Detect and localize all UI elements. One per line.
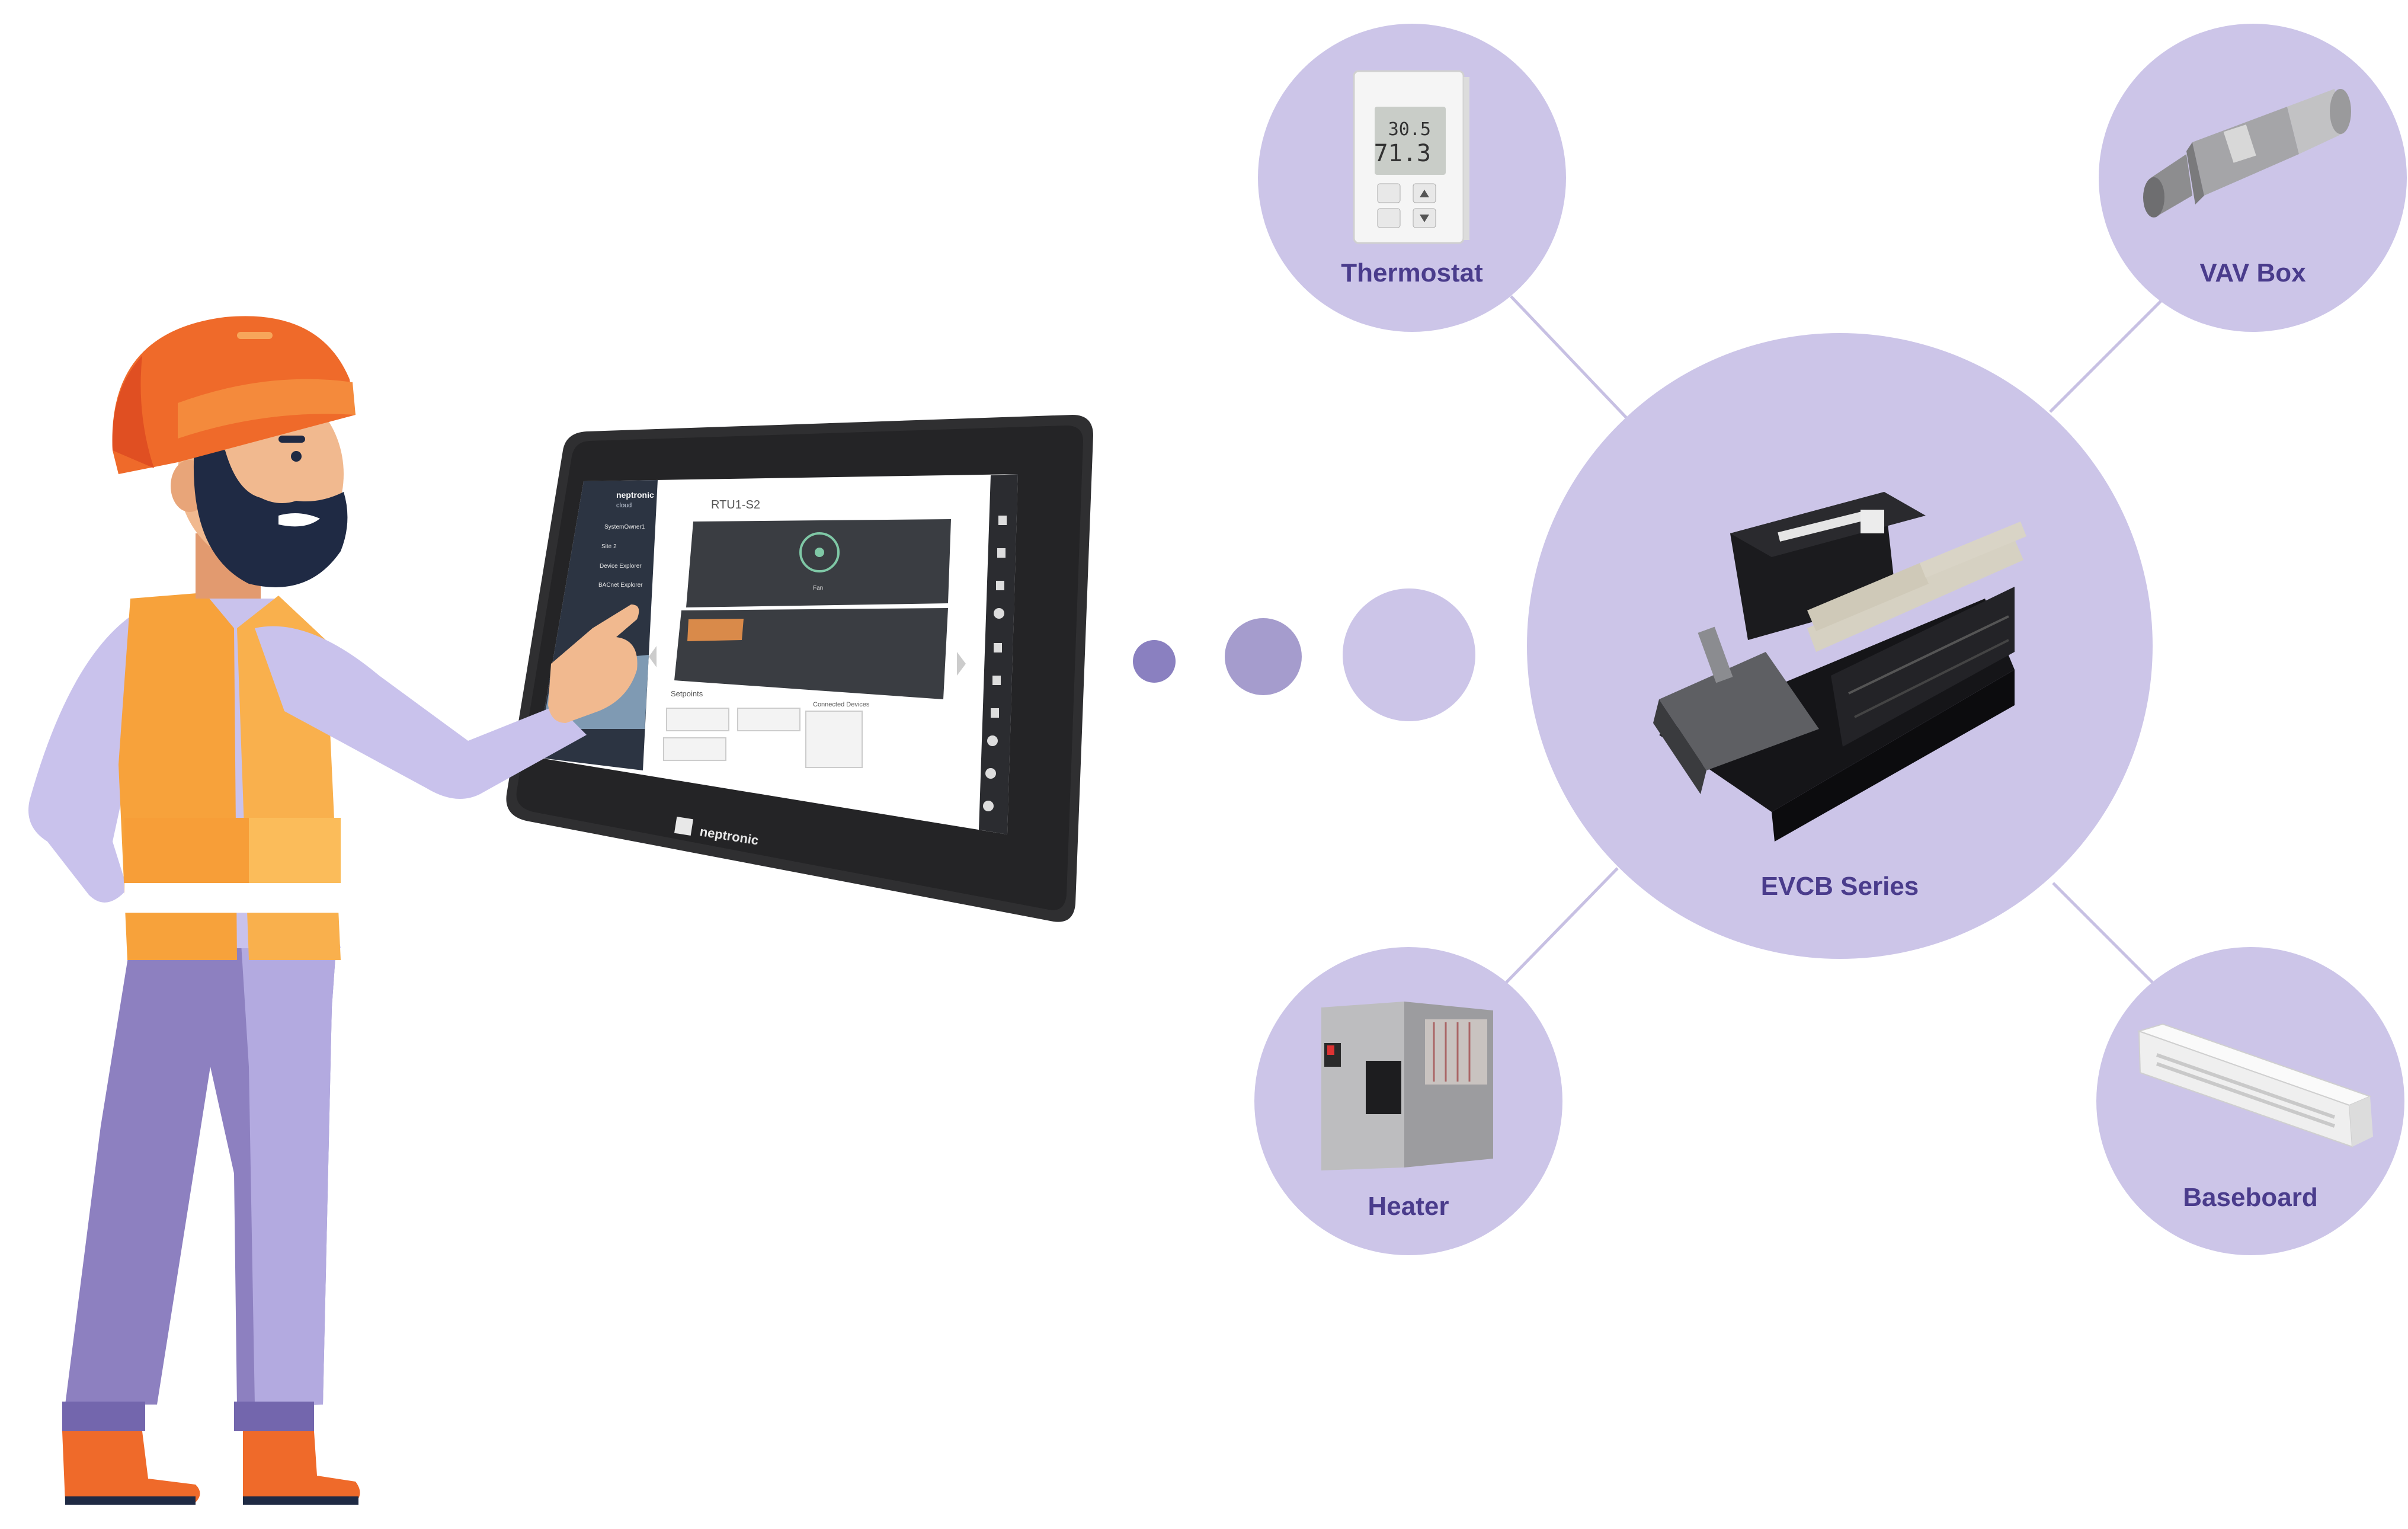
device-baseboard: Baseboard (2096, 947, 2404, 1255)
evcb-controller-image (1653, 492, 2026, 842)
status-panel (674, 608, 948, 699)
svg-text:30.5: 30.5 (1388, 119, 1431, 140)
hub-circle (1527, 333, 2153, 959)
sidebar-item-system-owner[interactable]: SystemOwner1 (604, 524, 645, 530)
heater-label: Heater (1368, 1192, 1449, 1221)
prev-arrow-icon[interactable] (649, 646, 657, 667)
connected-devices-heading: Connected Devices (813, 701, 870, 708)
setpoint-cards (663, 708, 863, 768)
baseboard-image (2137, 1023, 2373, 1148)
worker-beard (193, 433, 348, 587)
sidebar-item-bacnet-explorer[interactable]: BACnet Explorer (598, 582, 643, 588)
device-title: RTU1-S2 (711, 498, 760, 511)
connector-vav-box (2049, 298, 2164, 413)
svg-text:71.3: 71.3 (1374, 140, 1431, 167)
signal-dot-large (1343, 588, 1475, 721)
fan-panel (686, 519, 951, 607)
signal-dot-medium (1225, 618, 1302, 695)
vav-box-label: VAV Box (2199, 258, 2306, 287)
fan-label: Fan (813, 585, 823, 591)
connector-heater (1504, 867, 1619, 985)
worker-illustration (28, 316, 639, 1505)
connector-thermostat (1510, 295, 1628, 419)
thermostat-image: 30.5 71.3 (1353, 70, 1469, 244)
heater-image (1321, 1002, 1493, 1170)
device-vav-box: VAV Box (2099, 24, 2407, 332)
neptronic-logo-icon (674, 816, 694, 836)
next-arrow-icon[interactable] (957, 652, 966, 676)
vav-box-image (2143, 89, 2351, 217)
connector-lines (1504, 295, 2164, 988)
app-brand-sub: cloud (616, 502, 632, 509)
baseboard-label: Baseboard (2183, 1183, 2317, 1212)
hub-evcb: EVCB Series (1527, 333, 2153, 959)
sidebar-item-site[interactable]: Site 2 (601, 543, 617, 550)
tablet: neptronic cloud SystemOwner1 Site 2 Devi… (506, 415, 1093, 922)
setpoints-heading: Setpoints (671, 689, 703, 698)
thermostat-label: Thermostat (1341, 258, 1483, 287)
signal-dot-small (1133, 640, 1176, 683)
sidebar-item-device-explorer[interactable]: Device Explorer (600, 563, 642, 570)
fan-icon (799, 532, 840, 572)
signal-dots (1133, 588, 1475, 721)
hub-label: EVCB Series (1761, 872, 1919, 901)
device-heater: Heater (1254, 947, 1562, 1255)
connector-baseboard (2052, 882, 2158, 988)
worker-hand (548, 604, 639, 723)
device-thermostat: 30.5 71.3 Thermostat (1258, 24, 1566, 332)
app-brand: neptronic (616, 490, 654, 500)
